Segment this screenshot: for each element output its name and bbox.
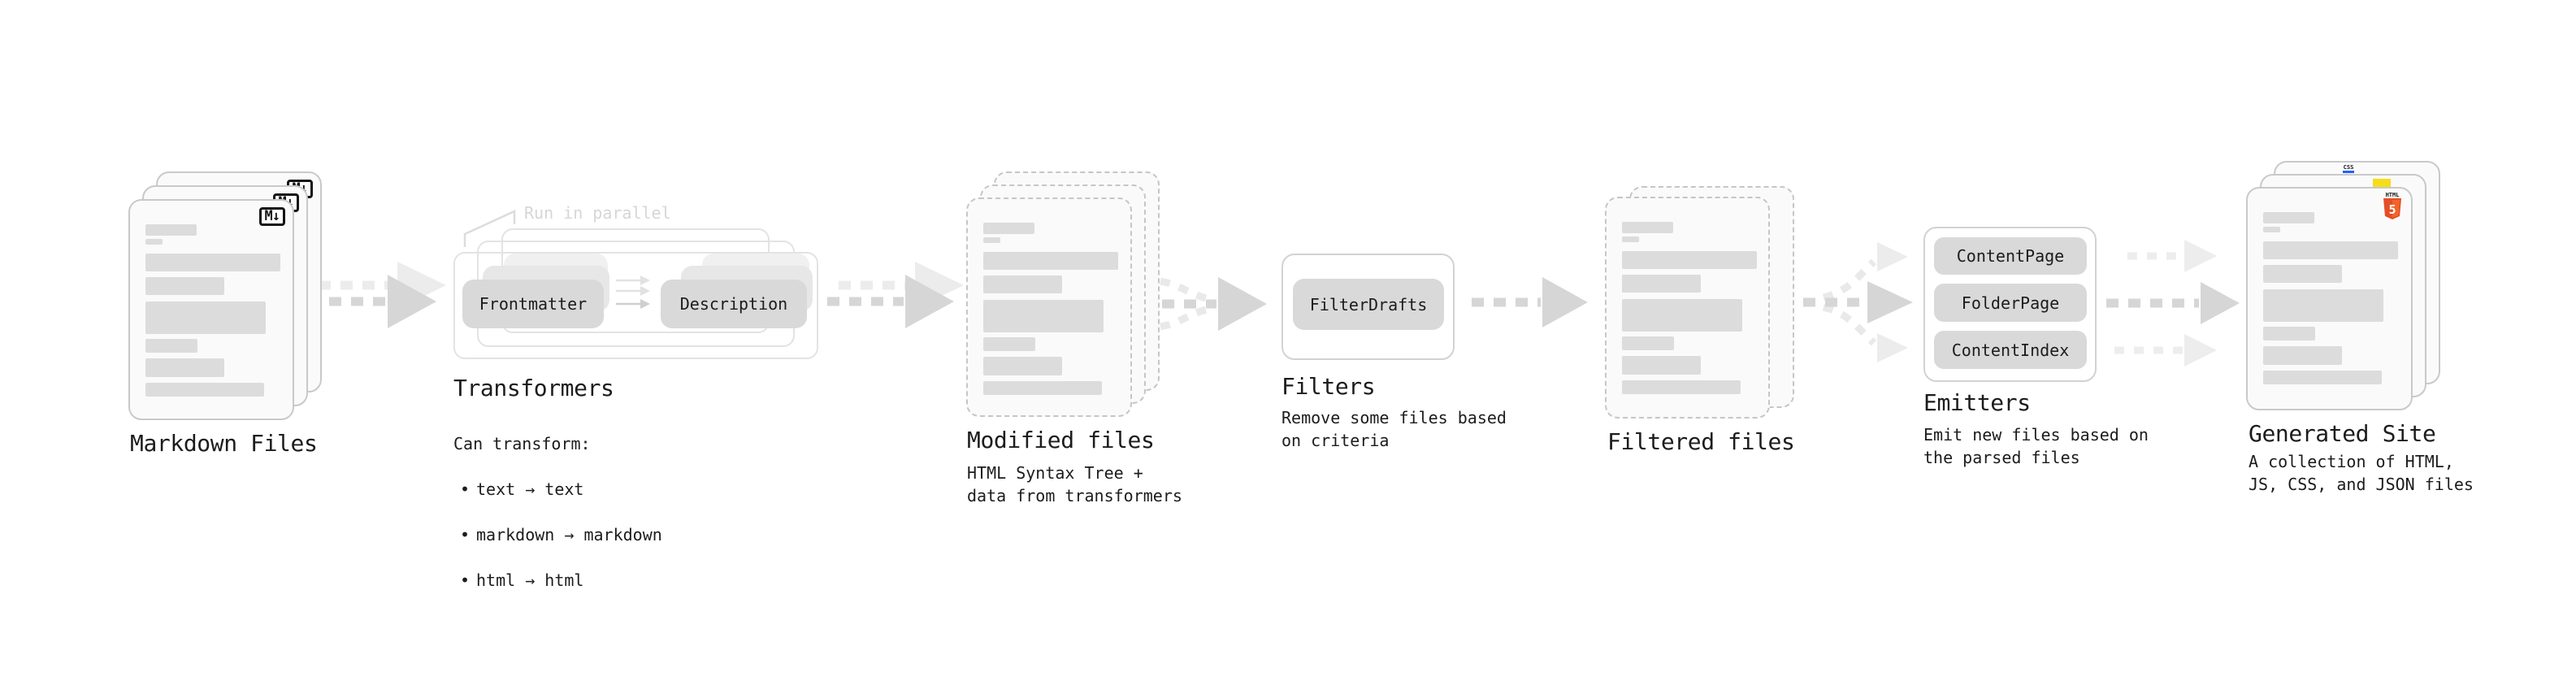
css-badge-word: CSS [2343, 164, 2354, 171]
doc-content-skeleton [1622, 222, 1757, 394]
doc-content-bar [2263, 371, 2382, 384]
doc-content-bar [1622, 275, 1701, 293]
doc-content-bar [2263, 265, 2342, 283]
css-badge-bar [2343, 171, 2354, 173]
doc-content-bar [2263, 241, 2398, 259]
description-node: Description [661, 280, 807, 328]
doc-content-bar [983, 300, 1104, 332]
transform-bullet: • text → text [453, 478, 662, 501]
doc-content-bar [1622, 380, 1741, 394]
doc-content-bar [145, 358, 224, 377]
js-file-icon [2373, 179, 2391, 189]
arrow-markdown-to-transformers [307, 275, 436, 328]
doc-content-bar [1622, 336, 1674, 350]
transform-bullet-text: html → html [476, 570, 584, 590]
filterdrafts-node: FilterDrafts [1293, 279, 1444, 330]
doc-content-bar [2263, 346, 2342, 365]
folderpage-node: FolderPage [1934, 284, 2087, 322]
doc-content-bar [1622, 251, 1757, 269]
arrow-filtered-to-emitters [1781, 242, 1913, 362]
doc-content-bar [2263, 327, 2315, 340]
doc-content-bar [145, 239, 163, 245]
transform-bullet-text: text → text [476, 479, 584, 499]
doc-content-bar [983, 337, 1035, 351]
html5-icon: HTML 5 [2383, 192, 2402, 223]
filtered-doc [1605, 197, 1770, 419]
doc-content-bar [983, 223, 1034, 234]
doc-content-skeleton [2263, 212, 2398, 384]
arrow-filters-to-filtered [1472, 277, 1588, 327]
bullet-icon: • [459, 479, 471, 499]
doc-content-bar [983, 237, 1000, 243]
filters-caption: Remove some files based on criteria [1281, 408, 1507, 450]
doc-content-bar [2263, 227, 2280, 232]
modified-files-caption: HTML Syntax Tree + data from transformer… [967, 463, 1182, 505]
transformer-frame-front [453, 252, 818, 359]
arrow-modified-to-filters [1140, 275, 1267, 332]
filtered-files-label: Filtered files [1607, 428, 1795, 455]
bullet-icon: • [459, 525, 471, 544]
generated-site-caption: A collection of HTML, JS, CSS, and JSON … [2249, 452, 2474, 494]
doc-content-bar [145, 277, 224, 295]
doc-content-bar [2263, 212, 2314, 223]
generated-site-label: Generated Site [2249, 420, 2436, 447]
modified-doc [966, 197, 1132, 417]
html5-word: HTML [2385, 192, 2400, 198]
transformers-label: Transformers [453, 375, 614, 401]
arrow-transformers-to-modified [827, 275, 954, 328]
doc-content-bar [1622, 356, 1701, 375]
contentpage-node: ContentPage [1934, 237, 2087, 275]
transformers-caption: Can transform: • text → text • markdown … [453, 410, 662, 614]
svg-text:5: 5 [2388, 202, 2396, 217]
emitters-caption: Emit new files based on the parsed files [1923, 425, 2149, 467]
contentindex-node: ContentIndex [1934, 331, 2087, 369]
doc-content-bar [145, 339, 197, 353]
doc-content-bar [983, 275, 1062, 293]
doc-content-bar [1622, 236, 1639, 242]
markdown-files-label: Markdown Files [130, 430, 318, 457]
frontmatter-node: Frontmatter [462, 280, 604, 328]
doc-content-bar [2263, 289, 2383, 322]
doc-content-skeleton [983, 223, 1118, 395]
markdown-doc: M↓ [128, 199, 294, 420]
doc-content-bar [1622, 299, 1742, 332]
can-transform-intro: Can transform: [453, 434, 591, 453]
transform-bullet-text: markdown → markdown [476, 525, 662, 544]
modified-files-label: Modified files [967, 427, 1155, 453]
doc-content-bar [145, 254, 280, 271]
transform-bullet: • html → html [453, 569, 662, 592]
doc-content-bar [145, 301, 266, 334]
doc-content-bar [983, 252, 1118, 270]
transform-bullet: • markdown → markdown [453, 523, 662, 546]
parallel-bracket [463, 210, 516, 247]
doc-content-skeleton [145, 224, 280, 397]
arrows-emitters-to-generated [2106, 240, 2240, 367]
doc-content-bar [145, 383, 264, 397]
css-file-icon: CSS [2343, 165, 2354, 173]
markdown-icon: M↓ [258, 207, 285, 226]
doc-content-bar [1622, 222, 1673, 233]
doc-content-bar [145, 224, 197, 236]
run-in-parallel-note: Run in parallel [524, 203, 671, 223]
doc-content-bar [983, 381, 1102, 395]
parallel-mini-arrows [616, 275, 650, 309]
bullet-icon: • [459, 570, 471, 590]
generated-doc: HTML 5 [2246, 187, 2413, 410]
filters-label: Filters [1281, 373, 1376, 400]
doc-content-bar [983, 357, 1062, 375]
html5-shield: 5 [2383, 198, 2401, 219]
emitters-label: Emitters [1923, 389, 2031, 416]
